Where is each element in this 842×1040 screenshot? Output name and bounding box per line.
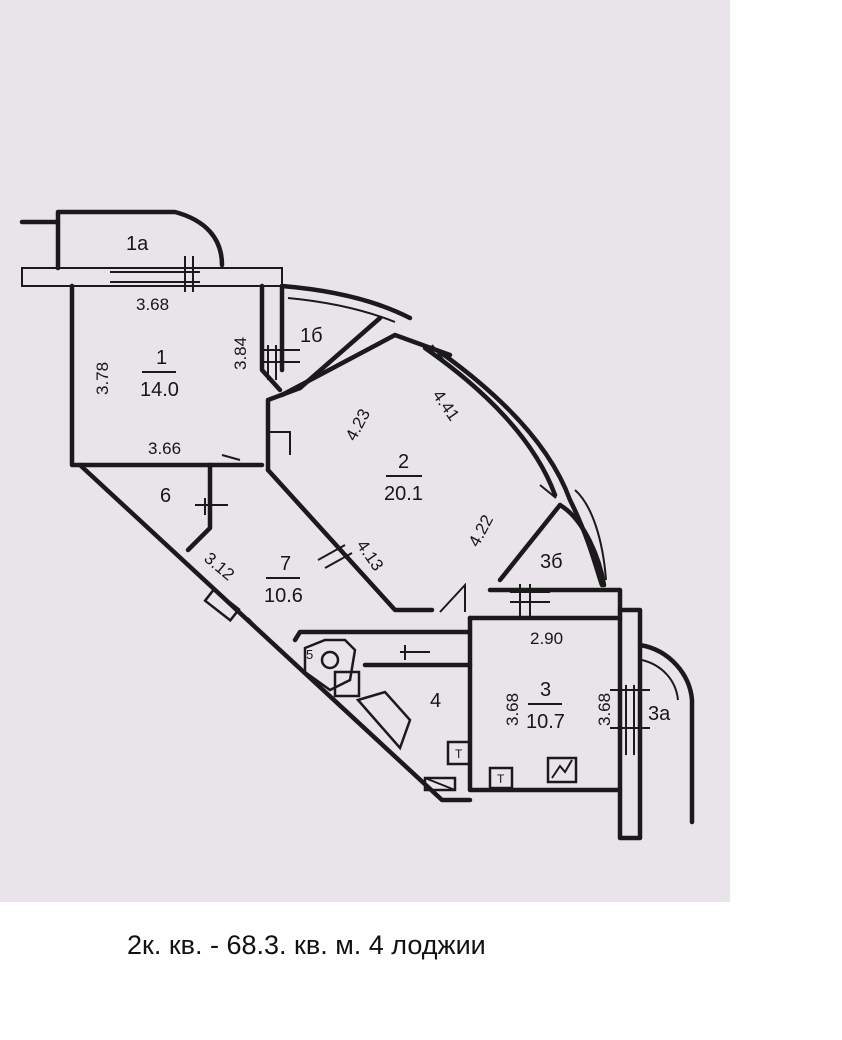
room-1-number: 1 [156,347,167,369]
room-2-area: 20.1 [384,483,423,505]
dim-room3-top: 2.90 [530,629,563,648]
room-1-walls [69,283,300,468]
dim-room1-top: 3.68 [136,295,169,314]
floor-plan: 1а 1 14.0 1б 2 20.1 6 7 10.6 3б 5 4 3 10… [19,209,695,841]
meter-symbol-bath: T [455,747,463,761]
room-labels: 1а 1 14.0 1б 2 20.1 6 7 10.6 3б 5 4 3 10… [126,233,671,786]
apartment-caption: 2к. кв. - 68.3. кв. м. 4 лоджии [127,930,486,960]
room-7-area: 10.6 [264,585,303,607]
room-2-walls [265,332,605,613]
loggia-3a [637,642,695,825]
room-2-number: 2 [398,451,409,473]
dim-room2-b: 4.41 [429,386,464,424]
room-5-label: 5 [306,647,313,662]
loggia-3b [487,489,623,618]
room-3b-label: 3б [540,551,563,573]
room-6-label: 6 [160,485,171,507]
dim-room1-bottom: 3.66 [148,439,181,458]
dim-room1-right: 3.84 [231,337,250,370]
room-1b-label: 1б [300,325,323,347]
meter-symbol-kitchen: T [497,772,505,786]
dim-room2-c: 4.22 [465,512,497,550]
bath-4-wc-5 [292,629,473,792]
dim-room3-right: 3.68 [595,693,614,726]
room-6-7-walls [77,454,473,803]
loggia-1a [19,209,283,292]
room-1-area: 14.0 [140,379,179,401]
dim-room3-left: 3.68 [503,693,522,726]
room-3a-label: 3а [648,703,671,725]
floor-plan-sheet [0,0,730,902]
room-3-number: 3 [540,679,551,701]
dim-room1-left: 3.78 [93,362,112,395]
dim-room2-a: 4.23 [342,406,374,444]
room-3-area: 10.7 [526,711,565,733]
room-3-walls [467,607,650,841]
room-4-label: 4 [430,690,441,712]
room-1a-label: 1а [126,233,149,255]
room-7-number: 7 [280,553,291,575]
